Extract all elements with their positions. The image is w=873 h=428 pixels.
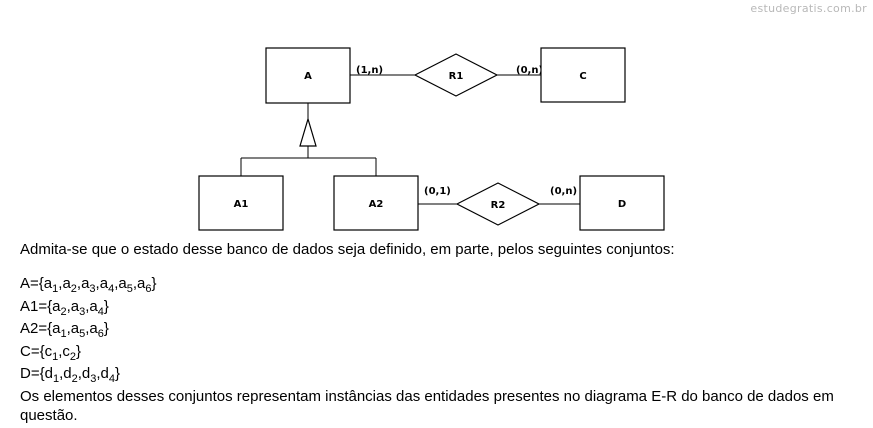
relationship-r1-label: R1 xyxy=(449,71,464,82)
set-element: a3 xyxy=(70,297,86,318)
cardinality-r1-c: (0,n) xyxy=(516,65,543,76)
set-element: a4 xyxy=(89,297,104,318)
set-element: a5 xyxy=(70,320,86,340)
set-element: a1 xyxy=(43,275,59,295)
entity-a1-label: A1 xyxy=(234,199,249,210)
set-definitions: A={a1,a2,a3,a4,a5,a6}A1={a2,a3,a4}A2={a1… xyxy=(20,273,156,386)
entity-a-label: A xyxy=(304,71,312,82)
entity-d-label: D xyxy=(618,199,626,210)
set-element: a1 xyxy=(52,320,67,340)
set-element: d4 xyxy=(100,365,116,385)
cardinality-r2-d: (0,n) xyxy=(550,186,577,197)
er-diagram: A (1,n) R1 (0,n) C A1 A2 (0,1) R2 (0,n) … xyxy=(198,47,665,231)
set-element: d3 xyxy=(81,365,97,385)
set-element: a6 xyxy=(137,275,152,295)
set-row-d: D={d1,d2,d3,d4} xyxy=(20,365,121,385)
entity-a2-box xyxy=(333,175,419,231)
entity-d-box xyxy=(579,175,665,231)
set-row-a1: A1={a2,a3,a4} xyxy=(20,297,109,318)
set-name: A xyxy=(20,275,31,292)
relationship-r2-label: R2 xyxy=(491,200,506,211)
set-name: C xyxy=(20,342,31,360)
set-element: a5 xyxy=(118,275,133,295)
specialization-triangle xyxy=(299,116,317,147)
entity-a1-box xyxy=(198,175,284,231)
set-row-c: C={c1,c2} xyxy=(20,342,82,363)
entity-c-box xyxy=(540,47,626,103)
entity-c-label: C xyxy=(579,71,586,82)
set-element: a4 xyxy=(99,275,115,295)
set-element: a3 xyxy=(81,275,96,295)
set-element: c1 xyxy=(44,342,59,363)
set-row-a2: A2={a1,a5,a6} xyxy=(20,320,109,340)
set-name: D xyxy=(20,365,31,382)
watermark: estudegratis.com.br xyxy=(750,2,867,15)
cardinality-a2-r2: (0,1) xyxy=(424,186,451,197)
cardinality-a-r1: (1,n) xyxy=(356,65,383,76)
set-element: d2 xyxy=(63,365,78,385)
set-element: d1 xyxy=(44,365,60,385)
set-element: c2 xyxy=(62,342,77,363)
set-name: A2 xyxy=(20,320,39,337)
set-name: A1 xyxy=(20,297,39,315)
set-element: a2 xyxy=(62,275,77,295)
set-element: a2 xyxy=(52,297,67,318)
outro-paragraph: Os elementos desses conjuntos representa… xyxy=(20,388,834,424)
set-row-a: A={a1,a2,a3,a4,a5,a6} xyxy=(20,275,157,295)
intro-paragraph: Admita-se que o estado desse banco de da… xyxy=(20,241,675,258)
set-element: a6 xyxy=(89,320,104,340)
entity-a2-label: A2 xyxy=(369,199,384,210)
